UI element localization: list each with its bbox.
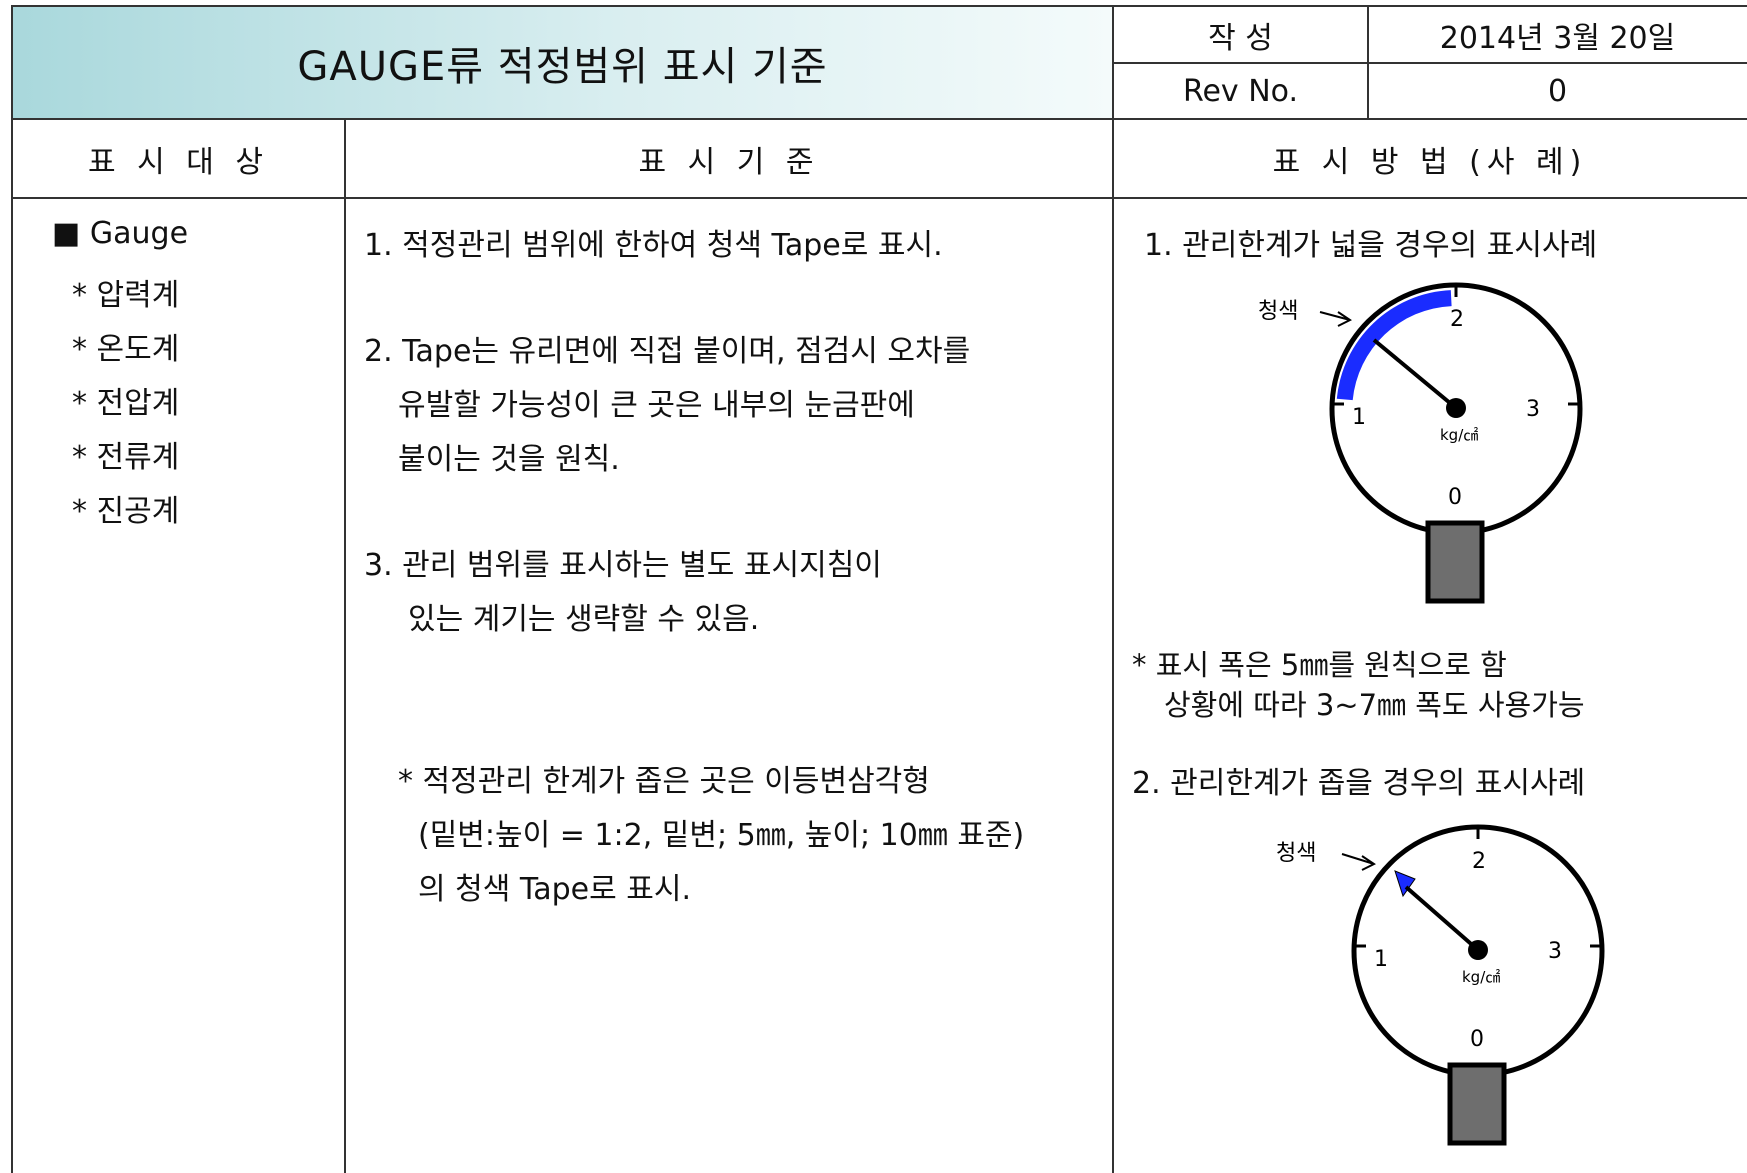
- method-case-1-title: 1. 관리한계가 넓을 경우의 표시사례: [1144, 228, 1598, 263]
- method-case-1-note-2: 상황에 따라 3~7㎜ 폭도 사용가능: [1164, 688, 1585, 722]
- method-case-2-title: 2. 관리한계가 좁을 경우의 표시사례: [1132, 766, 1586, 801]
- standard-rule-2: 2. Tape는 유리면에 직접 붙이며, 점검시 오차를: [364, 334, 971, 369]
- tick-label-3: 3: [1548, 939, 1562, 964]
- border-top: [11, 5, 1747, 7]
- blue-tape-arc: [1336, 290, 1452, 401]
- standard-rule-3-cont: 있는 계기는 생략할 수 있음.: [408, 602, 760, 637]
- gauge-wide-range-diagram: 2 1 3 kg/㎠ 0 청색: [1258, 282, 1583, 604]
- unit-label: kg/㎠: [1462, 968, 1500, 986]
- blue-tape-callout-label: 청색: [1276, 841, 1316, 866]
- gauge-narrow-range-diagram: 2 1 3 kg/㎠ 0 청색: [1276, 824, 1605, 1146]
- standard-note: * 적정관리 한계가 좁은 곳은 이등변삼각형: [398, 764, 930, 799]
- target-item-pressure: * 압력계: [72, 278, 180, 313]
- callout-arrow: [1341, 853, 1376, 871]
- divider-method: [1112, 5, 1114, 1173]
- divider-header: [11, 118, 1747, 120]
- column-header-method: 표 시 방 법 (사 례): [1272, 144, 1588, 180]
- standard-rule-2-cont-1: 유발할 가능성이 큰 곳은 내부의 눈금판에: [398, 388, 915, 423]
- page-title: GAUGE류 적정범위 표시 기준: [297, 43, 828, 90]
- revision-label: Rev No.: [1182, 73, 1299, 109]
- tick-label-2: 2: [1472, 849, 1486, 874]
- tick-label-1: 1: [1352, 405, 1366, 430]
- needle-pivot: [1468, 940, 1488, 960]
- border-left: [11, 5, 13, 1173]
- tick-label-1: 1: [1374, 947, 1388, 972]
- target-heading: ■ Gauge: [52, 216, 189, 251]
- method-case-1-note-1: * 표시 폭은 5㎜를 원칙으로 함: [1132, 648, 1507, 682]
- target-item-current: * 전류계: [72, 440, 180, 475]
- tick-label-0: 0: [1448, 485, 1462, 510]
- revision-value: 0: [1547, 73, 1568, 109]
- title-background: [12, 6, 1113, 119]
- needle-pivot: [1446, 398, 1466, 418]
- standard-rule-1: 1. 적정관리 범위에 한하여 청색 Tape로 표시.: [364, 228, 943, 263]
- blue-tape-callout-label: 청색: [1258, 299, 1298, 324]
- tick-label-3: 3: [1526, 397, 1540, 422]
- divider-meta-row: [1113, 62, 1747, 64]
- unit-label: kg/㎠: [1440, 426, 1478, 444]
- tick-label-2: 2: [1450, 307, 1464, 332]
- divider-column-header: [11, 197, 1747, 199]
- gauge-needle: [1404, 885, 1480, 952]
- standard-note-cont-1: (밑변:높이 = 1:2, 밑변; 5㎜, 높이; 10㎜ 표준): [418, 818, 1025, 853]
- gauge-needle: [1372, 338, 1458, 410]
- divider-standard: [344, 118, 346, 1173]
- target-item-voltage: * 전압계: [72, 386, 180, 421]
- standard-rule-3: 3. 관리 범위를 표시하는 별도 표시지침이: [364, 548, 882, 583]
- standard-note-cont-2: 의 청색 Tape로 표시.: [418, 872, 691, 907]
- gauge-stem: [1425, 520, 1485, 604]
- target-item-vacuum: * 진공계: [72, 494, 180, 529]
- written-date-value: 2014년 3월 20일: [1439, 20, 1676, 56]
- target-item-temperature: * 온도계: [72, 332, 180, 367]
- tick-label-0: 0: [1470, 1027, 1484, 1052]
- callout-arrow: [1319, 311, 1352, 327]
- standard-rule-2-cont-2: 붙이는 것을 원칙.: [398, 442, 620, 477]
- column-header-standard: 표 시 기 준: [638, 144, 820, 180]
- written-date-label: 작 성: [1208, 20, 1273, 56]
- column-header-target: 표 시 대 상: [87, 144, 269, 180]
- gauge-stem: [1447, 1062, 1507, 1146]
